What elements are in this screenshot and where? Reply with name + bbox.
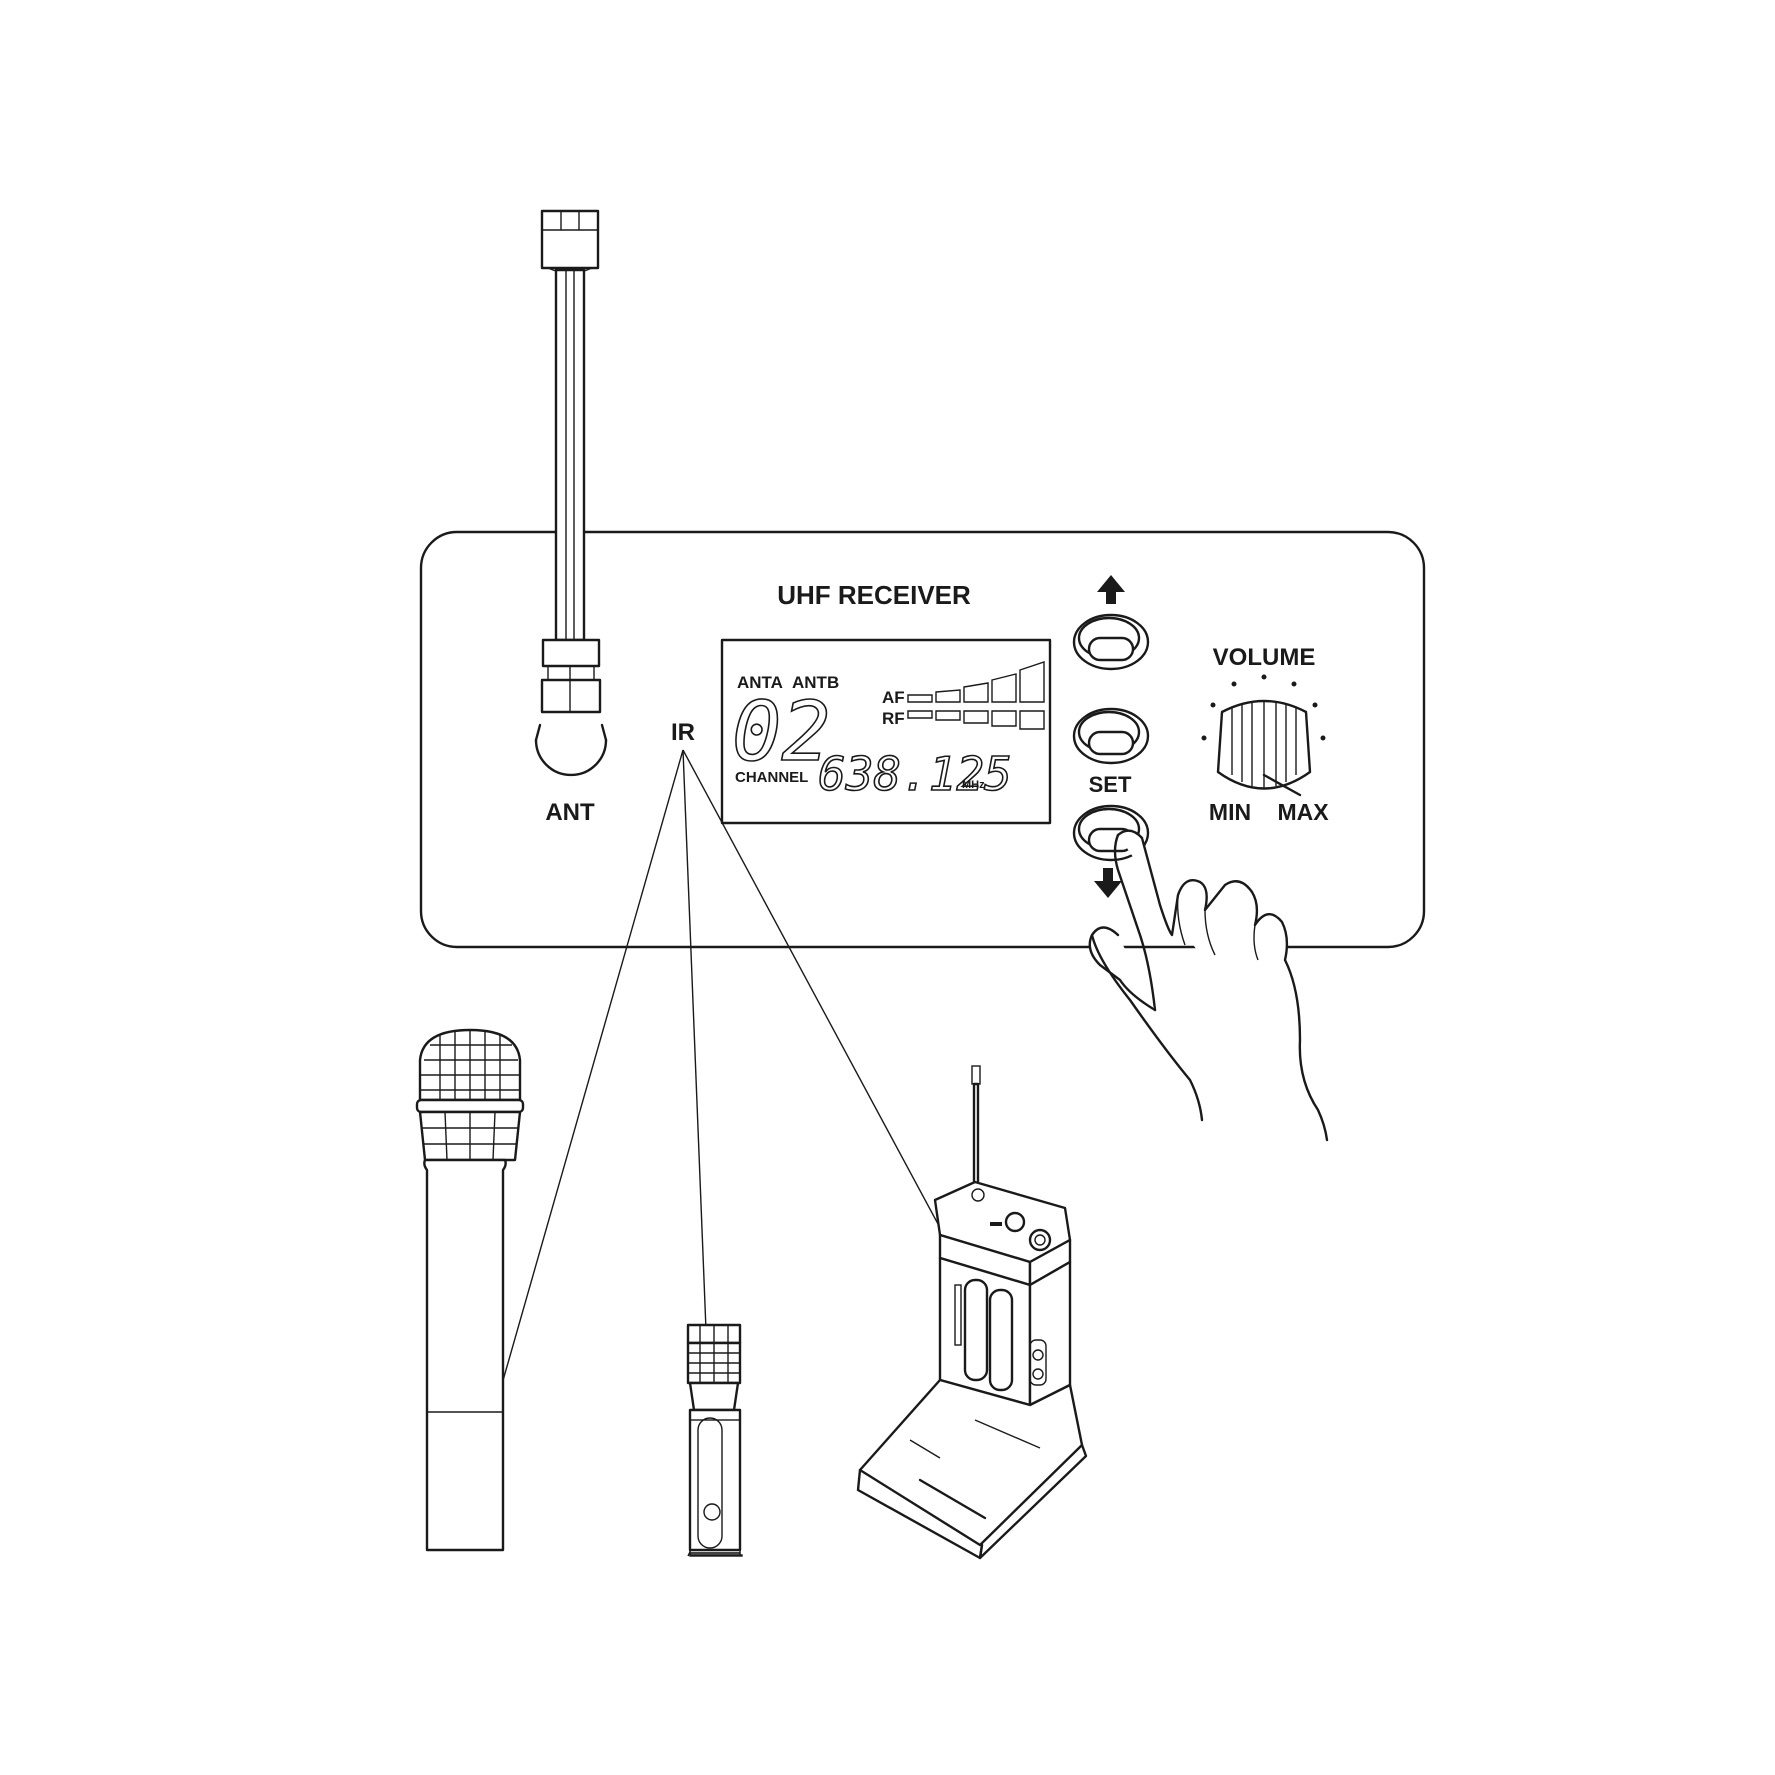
slim-microphone bbox=[686, 1323, 743, 1557]
volume-knob[interactable] bbox=[1216, 699, 1312, 797]
lcd-antenna-a: ANTA bbox=[737, 673, 783, 692]
volume-min-label: MIN bbox=[1209, 799, 1251, 825]
handheld-microphone bbox=[415, 1028, 525, 1552]
pointing-hand-icon bbox=[1088, 829, 1329, 1142]
volume-max-label: MAX bbox=[1277, 799, 1329, 825]
lcd-channel-number: 02 bbox=[732, 685, 831, 780]
volume-label: VOLUME bbox=[1213, 644, 1316, 671]
panel-title: UHF RECEIVER bbox=[777, 580, 971, 610]
arrow-down-icon bbox=[1094, 868, 1122, 898]
lcd-display bbox=[720, 638, 1052, 825]
lcd-antenna-b: ANTB bbox=[792, 673, 839, 692]
bodypack-transmitter bbox=[856, 1065, 1088, 1560]
lcd-channel-label: CHANNEL bbox=[735, 769, 808, 786]
rf-level-meter bbox=[907, 710, 1045, 730]
ir-label: IR bbox=[671, 719, 695, 746]
lcd-frequency-unit: MHz bbox=[962, 779, 985, 791]
set-label: SET bbox=[1089, 772, 1132, 797]
lcd-rf-label: RF bbox=[882, 709, 905, 728]
lcd-af-label: AF bbox=[882, 688, 905, 707]
volume-dial-ticks bbox=[1201, 674, 1326, 741]
set-button[interactable] bbox=[1072, 707, 1150, 765]
lcd-frequency: 638.125 bbox=[818, 747, 1012, 801]
af-level-meter bbox=[907, 661, 1045, 703]
antenna-label: ANT bbox=[545, 799, 595, 826]
up-button[interactable] bbox=[1072, 613, 1150, 671]
arrow-up-icon bbox=[1097, 575, 1125, 604]
antenna[interactable] bbox=[534, 209, 608, 777]
